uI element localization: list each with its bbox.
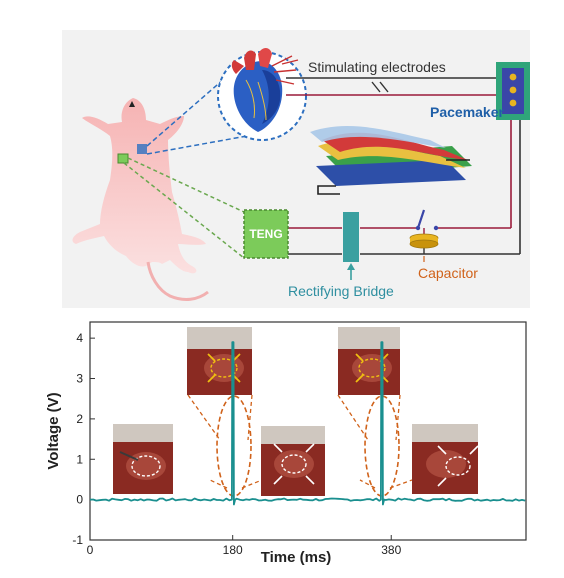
highlight-ellipse-1 <box>216 395 252 497</box>
y-tick-label: -1 <box>72 533 83 547</box>
teng-leader-lines <box>123 157 245 259</box>
switch-icon <box>415 209 439 231</box>
y-tick-label: 4 <box>76 331 83 345</box>
chart-ticks: -1 0 1 2 3 4 0 180 380 <box>72 331 401 557</box>
x-tick-label: 380 <box>381 543 401 557</box>
photo-contracted-1 <box>187 327 252 395</box>
photo-connectors <box>187 394 413 489</box>
voltage-chart: -1 0 1 2 3 4 0 180 380 <box>45 321 527 566</box>
y-tick-label: 3 <box>76 372 83 386</box>
capacitor-icon <box>409 233 439 262</box>
heart-leader-lines <box>146 71 259 155</box>
x-tick-label: 180 <box>223 543 243 557</box>
photo-resting-2 <box>261 426 325 496</box>
electrode-lead-marks <box>371 81 389 93</box>
mouse-silhouette-icon <box>72 98 209 301</box>
photo-resting-1 <box>113 424 173 494</box>
teng-label: TENG <box>249 227 282 241</box>
capacitor-label: Capacitor <box>418 265 478 281</box>
y-tick-label: 1 <box>76 452 83 466</box>
y-tick-label: 0 <box>76 493 83 507</box>
teng-device-layers-icon <box>310 126 472 195</box>
teng-box <box>243 209 289 259</box>
heart-illustration-icon <box>217 48 307 141</box>
x-axis-label: Time (ms) <box>261 549 332 566</box>
pacemaker-label: Pacemaker <box>430 104 505 120</box>
pacemaker-device <box>496 62 530 120</box>
x-tick-label: 0 <box>87 543 94 557</box>
stimulating-electrodes-label: Stimulating electrodes <box>308 59 446 75</box>
highlight-ellipse-2 <box>364 395 400 497</box>
voltage-trace-line <box>89 341 526 506</box>
circuit-wires <box>286 77 521 255</box>
rectifying-bridge-label: Rectifying Bridge <box>288 283 394 299</box>
y-tick-label: 2 <box>76 412 83 426</box>
photo-resting-3 <box>412 424 479 494</box>
y-axis-label: Voltage (V) <box>45 392 62 469</box>
photo-contracted-2 <box>338 327 400 395</box>
rectifying-bridge <box>343 212 359 280</box>
